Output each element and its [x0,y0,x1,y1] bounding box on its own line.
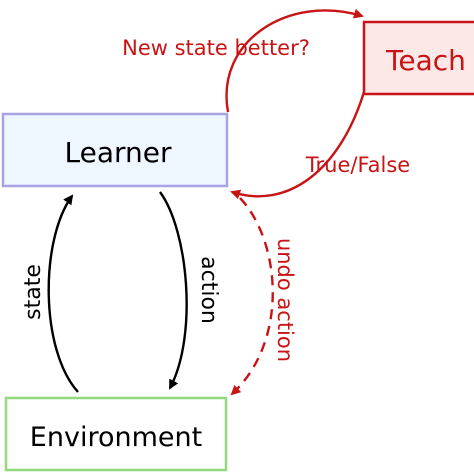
environment-box [4,396,228,472]
learner-label: Learner [65,136,172,169]
learner-node: Learner [1,112,229,188]
feedback-label: True/False [305,153,410,177]
learner-box [1,112,229,188]
query-label: New state better? [122,36,310,60]
action-label: action [196,256,221,324]
teacher-node: Teach [362,20,474,96]
teacher-label: Teach [385,44,466,77]
action-arrow [159,191,188,390]
environment-node: Environment [4,396,228,472]
state-arrow [47,194,79,393]
state-label: state [21,264,46,320]
environment-label: Environment [30,422,202,453]
undo-label: undo action [273,238,297,362]
undo-arrow [230,197,274,396]
teacher-box [362,20,474,96]
query-arrow [225,8,364,113]
feedback-arrow [230,91,366,200]
